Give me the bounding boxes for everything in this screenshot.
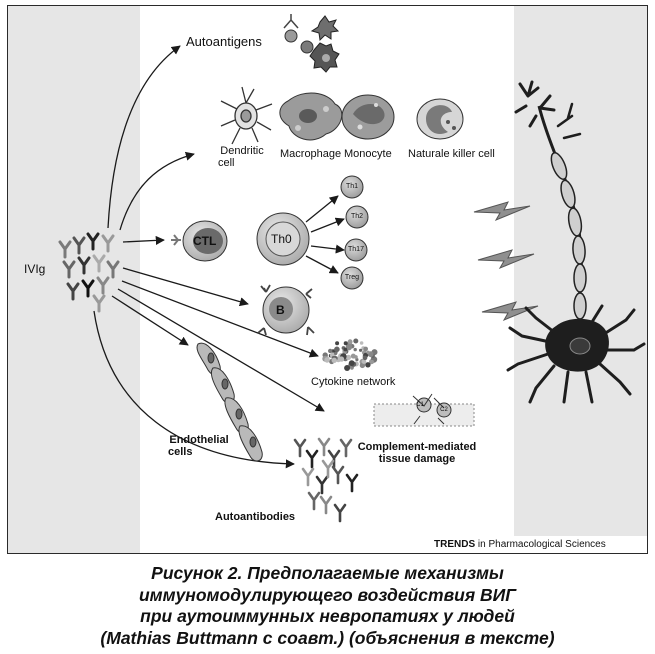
cytokine-dot [350,366,354,370]
autoantibody-icon [345,473,359,493]
mechanism-diagram [8,6,647,553]
autoantibody-icon [301,467,315,487]
arrow-to-autoantigens [107,45,181,229]
label-monocyte: Monocyte [344,148,392,160]
autoantibody-icon [307,491,321,511]
cytokine-dot [344,365,351,371]
cytokine-dot [359,348,363,352]
autoantibody-icon [305,449,319,469]
monocyte-shape [341,94,395,140]
arrow-th0-th17 [310,244,345,254]
label-treg: Treg [344,274,360,281]
cytokine-dot [347,339,353,345]
cytokine-dot [370,359,374,364]
caption-line-3: при аутоиммунных невропатиях у людей [140,606,515,626]
th0-cell-shape [256,212,310,266]
label-c1: C1 [416,402,424,408]
label-c2: C2 [440,407,448,413]
arrow-th0-th1 [305,195,339,223]
cytokine-dot [369,352,373,357]
th-subset-cells [340,175,369,290]
label-th2: Th2 [350,213,364,220]
cytokine-dot [345,354,352,360]
left-panel [8,6,140,553]
neuron-soma [545,318,609,372]
autoantibody-icon [321,459,335,479]
cytokine-dot [343,347,348,352]
arrow-to-b-cell [122,267,249,307]
autoantibody-icon [331,465,345,485]
complement-tissue-shape [373,393,475,427]
cytokine-dot [338,356,345,362]
cytokine-dot [334,351,338,356]
arrow-to-cytokines [121,280,319,358]
autoantibody-icon [327,449,341,469]
arrow-to-complement [117,288,325,412]
arrow-to-ctl [122,235,165,245]
figure-caption: Рисунок 2. Предполагаемые механизмы имму… [0,563,655,649]
cytokine-dot [328,348,333,354]
cytokine-dot [324,357,330,363]
neuron-shape [506,80,646,404]
label-th1: Th1 [345,183,359,190]
caption-line-4: (Mathias Buttmann с соавт.) (объяснения … [100,627,555,648]
autoantibody-icon [317,437,331,457]
arrow-to-autoantibodies [93,310,295,469]
ivig-antibody-cluster [58,232,120,313]
label-nk-cell: Naturale killer cell [408,148,495,160]
cytokine-dot [366,350,370,354]
endothelial-cells-shape [196,342,263,462]
label-th0: Th0 [271,232,292,246]
label-autoantibodies: Autoantibodies [215,511,296,523]
label-macrophage: Macrophage [280,148,342,160]
arrow-to-innate-cells [119,151,195,231]
autoantibody-shapes [293,437,359,523]
arrow-th0-treg [305,255,339,274]
cytokine-dot [354,355,358,359]
cytokine-dot [365,362,371,368]
label-b-cell: B [276,303,285,317]
label-autoantigens: Autoantigens [186,34,262,49]
autoantibody-icon [339,438,353,458]
nk-cell-shape [416,98,464,140]
figure-panel: Autoantigens IVIg Dendritic cell Macroph… [7,5,648,554]
cytokine-dot [361,359,367,364]
label-cytokine-network: Cytokine network [311,376,396,388]
cytokine-dot [353,347,357,352]
cytokine-dot [335,341,340,346]
caption-line-1: Рисунок 2. Предполагаемые механизмы [151,563,504,583]
cytokine-dot [359,362,366,369]
ctl-cell-shape [171,220,228,262]
arrow-th0-th2 [310,217,345,233]
autoantigen-shapes [283,14,340,73]
macrophage-shape [279,92,343,141]
cytokine-dot [334,346,340,353]
label-endothelial: Endothelial cells [168,434,229,458]
caption-line-2: иммуномодулирующего воздействия ВИГ [138,584,516,605]
label-complement: Complement-mediated tissue damage [357,441,477,465]
cytokine-dot [348,360,355,366]
cytokine-dot [362,355,368,361]
cytokine-dot [345,343,352,350]
autoantibody-icon [293,438,307,458]
cytokine-dot [331,357,337,363]
source-credit: TRENDS in Pharmacological Sciences [434,539,606,550]
cytokine-dots [322,338,378,371]
label-ivig: IVIg [24,262,46,276]
ivig-arrows [93,45,345,469]
label-ctl: CTL [193,234,217,248]
label-dendritic-cell: Dendritic cell [218,145,264,169]
autoantibody-icon [333,503,347,523]
autoantibody-icon [315,475,329,495]
cytokine-dot [343,341,348,346]
cytokine-dot [353,338,359,344]
autoantibody-icon [319,495,333,515]
cytokine-dot [363,346,369,352]
dendritic-cell-shape [220,86,273,145]
cytokine-dot [359,341,364,345]
b-cell-shape [257,284,315,336]
lightning-bolts [473,201,539,322]
arrow-to-endothelial [111,295,189,346]
label-th17: Th17 [348,246,364,253]
